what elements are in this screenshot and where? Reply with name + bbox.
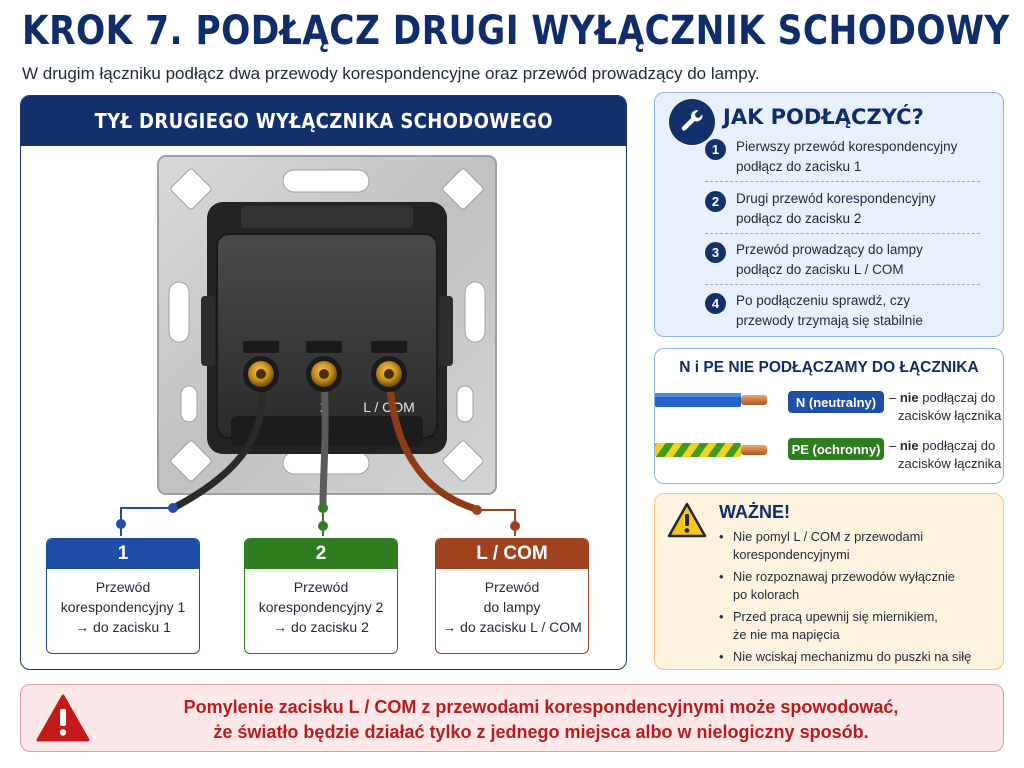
how-to-connect-panel: JAK PODŁĄCZYĆ? 1 Pierwszy przewód koresp… [654, 92, 1004, 337]
step-divider [705, 181, 980, 182]
how-title: JAK PODŁĄCZYĆ? [723, 105, 924, 129]
protective-wire-icon [655, 443, 767, 457]
terminal-screw-1 [243, 341, 279, 392]
connector-line-lcom [477, 509, 516, 536]
protective-note: – nie podłączaj do zacisków łącznika [889, 438, 1002, 471]
bottom-warning: Pomylenie zacisku L / COM z przewodami k… [20, 684, 1004, 752]
warning-text: Pomylenie zacisku L / COM z przewodami k… [183, 697, 899, 742]
wire-black [173, 372, 266, 510]
alert-triangle-icon [36, 694, 90, 742]
wire-samples [655, 393, 767, 457]
switch-diagram: 1 2 L / COM [116, 155, 520, 536]
important-item: Nie pomyl L / COM z przewodamikoresponde… [719, 528, 989, 564]
neutral-badge: N (neutralny) [788, 391, 884, 413]
wire-brown [385, 372, 477, 512]
terminal-box-1: 1 Przewód korespondencyjny 1 → do zacisk… [46, 538, 200, 654]
switch-back-header: TYŁ DRUGIEGO WYŁĄCZNIKA SCHODOWEGO [21, 96, 626, 146]
important-item: Nie wciskaj mechanizmu do puszki na siłę [719, 648, 989, 666]
n-pe-title: N i PE NIE PODŁĄCZAMY DO ŁĄCZNIKA [679, 359, 979, 376]
terminal-screw-2 [306, 341, 342, 392]
neutral-wire-icon [655, 393, 767, 407]
page-subtitle: W drugim łączniku podłącz dwa przewody k… [22, 64, 760, 83]
n-pe-panel: N i PE NIE PODŁĄCZAMY DO ŁĄCZNIKA N (neu… [654, 348, 1004, 484]
warning-triangle-icon [667, 502, 707, 538]
wrench-icon [669, 99, 715, 145]
page-title: KROK 7. PODŁĄCZ DRUGI WYŁĄCZNIK SCHODOWY [22, 8, 1010, 54]
protective-badge: PE (ochronny) [788, 438, 884, 460]
step-divider [705, 233, 980, 234]
important-item: Przed pracą upewnij się miernikiem,że ni… [719, 608, 989, 644]
terminal-label-lcom: L / COM [363, 399, 415, 415]
important-list: Nie pomyl L / COM z przewodamikoresponde… [719, 528, 989, 670]
terminal-box-lcom: L / COM Przewód do lampy → do zacisku L … [435, 538, 589, 654]
important-title: WAŻNE! [719, 502, 790, 522]
connector-line-1 [120, 507, 173, 536]
wire-grey [319, 372, 329, 508]
important-panel: WAŻNE! Nie pomyl L / COM z przewodamikor… [654, 493, 1004, 670]
step-divider [705, 284, 980, 285]
terminal-box-2: 2 Przewód korespondencyjny 2 → do zacisk… [244, 538, 398, 654]
neutral-note: – nie podłączaj do zacisków łącznika [889, 390, 1002, 423]
switch-back-panel: TYŁ DRUGIEGO WYŁĄCZNIKA SCHODOWEGO [20, 95, 627, 670]
terminal-screw-lcom [371, 341, 407, 392]
